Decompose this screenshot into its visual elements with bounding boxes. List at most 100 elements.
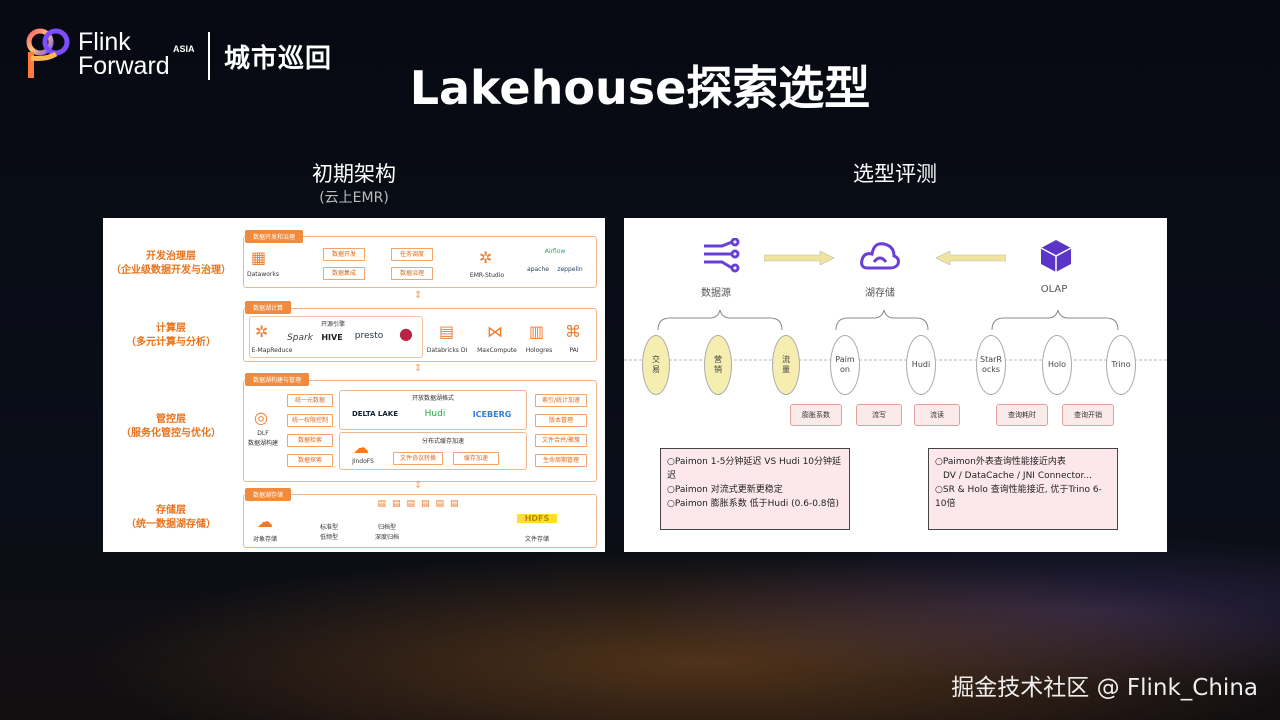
emapreduce-icon: ✲ [255, 322, 269, 341]
dataworks-label: Dataworks [247, 271, 279, 278]
chip-cache-accel: 缓存加速 [453, 452, 499, 465]
storage-class-icons: ▤▤▤▤▤▤ [377, 499, 465, 509]
layer2-subtitle: （多元计算与分析） [126, 337, 216, 348]
hive-label: HIVE [321, 333, 343, 342]
dlf-sublabel: 数据湖构建 [247, 440, 278, 447]
btn-query-latency: 查询耗时 [996, 404, 1048, 426]
chip-protocol-convert: 文件协议转换 [393, 452, 443, 465]
asia-label: ASIA [173, 44, 195, 54]
ellipse-hudi: Hudi [906, 335, 936, 395]
object-storage-label: 对象存储 [252, 536, 277, 543]
cache-label: 分布式缓存加速 [421, 438, 464, 445]
layer2-title: 计算层 [156, 323, 186, 334]
maxcompute-icon: ⋈ [487, 322, 503, 341]
file-storage-label: 文件存储 [524, 536, 549, 543]
hudi-label: Hudi [424, 409, 446, 419]
arrow-icon: ⇕ [414, 290, 423, 301]
storage-archive: 归档型 [377, 524, 396, 531]
note-left-line1: ○Paimon 1-5分钟延迟 VS Hudi 10分钟延迟 [667, 457, 842, 481]
label-olap: OLAP [1040, 284, 1068, 295]
chip-unified-permission: 统一权限控制 [287, 414, 333, 427]
data-source-icon [702, 237, 740, 278]
arrow-right-icon [763, 250, 835, 269]
dev-governance-box [243, 236, 597, 288]
lake-storage-icon [860, 238, 900, 278]
chip-data-dev: 数据开发 [323, 248, 365, 261]
left-caption: 初期架构 [312, 162, 396, 186]
object-storage-icon: ☁ [257, 512, 273, 531]
arrow-icon: ⇕ [414, 480, 423, 491]
right-caption: 选型评测 [853, 162, 937, 186]
hologres-label: Hologres [525, 347, 553, 354]
ellipse-trade: 交易 [642, 335, 670, 395]
chip-data-governance: 数据治理 [391, 267, 433, 280]
chip-file-compaction: 文件合并/聚簇 [535, 434, 587, 447]
apache-label: apache [527, 266, 549, 273]
layer4-title: 存储层 [156, 505, 186, 516]
layer4-subtitle: （统一数据湖存储） [126, 519, 216, 530]
footer-watermark: 掘金技术社区 @ Flink_China [951, 675, 1258, 701]
delta-lake-label: DELTA LAKE [351, 410, 399, 418]
layer1-title: 开发治理层 [146, 251, 196, 262]
storage-deep-archive: 深度归档 [374, 534, 399, 541]
flink-forward-logo: Flink Forward [26, 28, 170, 80]
label-lake-storage: 湖存储 [865, 288, 895, 299]
pai-label: PAI [569, 347, 579, 354]
databricks-icon: ▤ [439, 322, 455, 341]
left-subcaption: (云上EMR) [319, 190, 389, 206]
jindofs-label: JindoFS [352, 458, 374, 465]
note-left-line3: ○Paimon 膨胀系数 低于Hudi (0.6-0.8倍) [667, 499, 840, 509]
chip-task-schedule: 任务调度 [391, 248, 433, 261]
presto-label: presto [354, 331, 384, 341]
open-format-label: 开放数据湖格式 [411, 395, 454, 402]
open-engine-box [249, 316, 423, 358]
hologres-icon: ▥ [529, 322, 545, 341]
arrow-icon: ⇕ [414, 363, 423, 374]
databricks-label: Databricks DI [426, 347, 468, 354]
airflow-label: Airflow [544, 248, 566, 255]
layer4-tag: 数据湖存储 [245, 488, 292, 501]
ellipse-holo: Holo [1042, 335, 1072, 395]
note-lake-storage: ○Paimon 1-5分钟延迟 VS Hudi 10分钟延迟 ○Paimon 对… [660, 448, 850, 530]
layer1-tag: 数据开发和治理 [245, 230, 304, 243]
chip-data-search: 数据检索 [287, 434, 333, 447]
layer2-tag: 数据湖计算 [245, 301, 292, 314]
btn-query-cost: 查询开销 [1062, 404, 1114, 426]
city-tour-label: 城市巡回 [224, 44, 333, 74]
note-olap: ○Paimon外表查询性能接近内表 DV / DataCache / JNI C… [928, 448, 1118, 530]
chip-lifecycle-mgmt: 生命周期管理 [535, 454, 587, 467]
storage-box [243, 494, 597, 548]
emr-studio-label: EMR-Studio [469, 272, 505, 279]
dlf-icon: ◎ [254, 408, 268, 427]
note-right-line1: ○Paimon外表查询性能接近内表 [935, 457, 1066, 467]
maxcompute-label: MaxCompute [477, 347, 517, 354]
olap-cube-icon [1038, 238, 1074, 278]
ellipse-trino: Trino [1106, 335, 1136, 395]
header-divider [208, 32, 210, 80]
chip-index-stats: 索引/统计加速 [535, 394, 587, 407]
storage-infrequent: 低频型 [319, 534, 338, 541]
layer3-subtitle: （服务化管控与优化） [121, 428, 221, 439]
note-right-line3: ○SR & Holo 查询性能接近, 优于Trino 6-10倍 [935, 485, 1102, 509]
database-icon: ● [399, 324, 413, 343]
note-left-line2: ○Paimon 对流式更新更稳定 [667, 485, 783, 495]
logo-line1: Flink [78, 28, 131, 56]
jindo-cloud-icon: ☁ [353, 438, 369, 457]
chip-unified-metadata: 统一元数据 [287, 394, 333, 407]
pai-icon: ⌘ [565, 322, 581, 341]
zeppelin-label: zeppelin [557, 266, 583, 273]
dataworks-icon: ▦ [251, 248, 267, 267]
open-format-box [339, 390, 527, 430]
chip-data-integration: 数据集成 [323, 267, 365, 280]
hdfs-logo: HDFS [517, 514, 557, 523]
layer1-subtitle: （企业级数据开发与治理） [111, 265, 231, 276]
emr-studio-icon: ✲ [479, 248, 493, 267]
label-data-source: 数据源 [701, 288, 731, 299]
chip-version-mgmt: 版本管理 [535, 414, 587, 427]
emapreduce-label: E-MapReduce [251, 347, 293, 354]
flink-logo-icon [26, 28, 70, 80]
slide-title: Lakehouse探索选型 [409, 61, 871, 115]
architecture-diagram: 开发治理层 （企业级数据开发与治理） 数据开发和治理 ▦ Dataworks 数… [103, 218, 605, 552]
